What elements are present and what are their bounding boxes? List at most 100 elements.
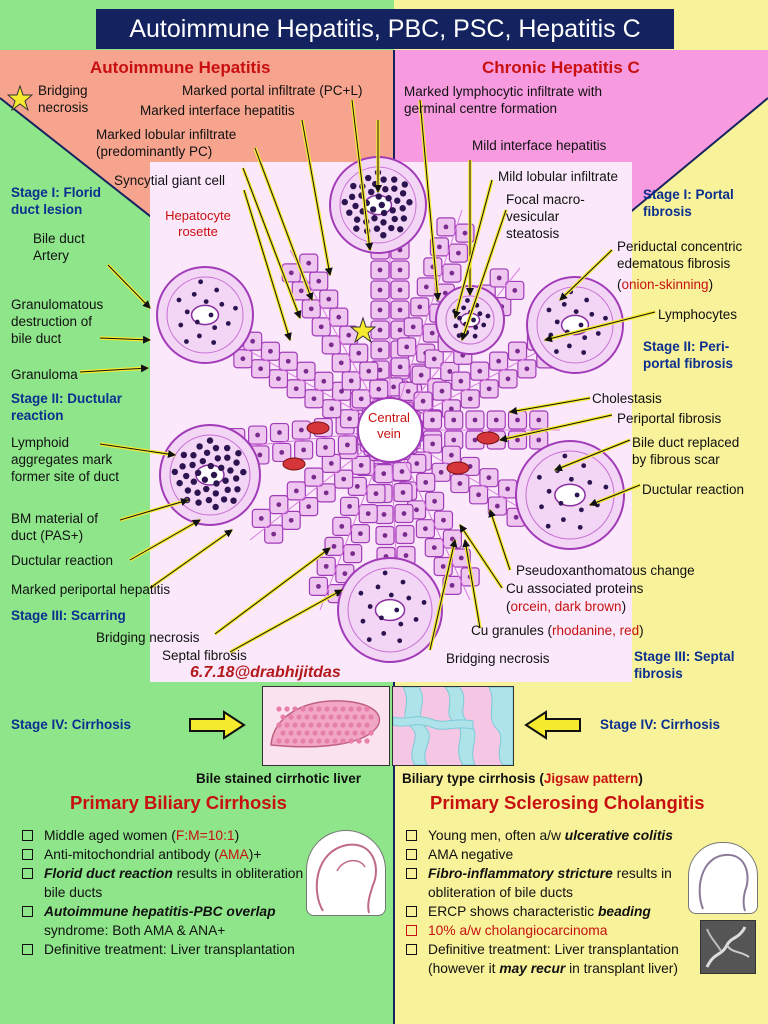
pbc-item-text: Middle aged women ( xyxy=(44,828,176,843)
psc-list-item: AMA negative xyxy=(406,845,712,864)
psc-item-text: beading xyxy=(597,904,651,919)
periportal-fibrosis-label: Periportal fibrosis xyxy=(617,411,722,426)
psc-heading: Primary Sclerosing Cholangitis xyxy=(430,792,705,813)
periportal-hepatitis-label: Marked periportal hepatitis xyxy=(11,582,171,597)
pbc-stage3-label: Stage III: Scarring xyxy=(11,608,126,623)
psc-stage2-label: Stage II: Peri- portal fibrosis xyxy=(643,339,734,371)
cu-granules-text: Cu granules xyxy=(471,623,544,638)
psc-list-item: Young men, often a/w ulcerative colitis xyxy=(406,826,712,845)
pbc-item-text: F:M=10:1 xyxy=(175,828,235,843)
psc-item-text: ulcerative colitis xyxy=(564,828,673,843)
jigsaw-liver-image xyxy=(392,686,514,766)
hcv-heading: Chronic Hepatitis C xyxy=(482,58,640,77)
man-head-icon xyxy=(688,842,758,914)
onion-skinning-text: onion-skinning xyxy=(621,277,709,292)
psc-list-item: Definitive treatment: Liver transplantat… xyxy=(406,940,712,978)
woman-head-icon xyxy=(306,830,386,916)
cholestasis-label: Cholestasis xyxy=(592,391,662,406)
psc-item-text: Definitive treatment: Liver transplantat… xyxy=(428,942,679,976)
checkbox-icon xyxy=(22,944,33,955)
psc-item-text: AMA negative xyxy=(428,847,514,862)
bm-material-label: BM material of duct (PAS+) xyxy=(11,511,99,543)
hcv-mild-interface-label: Mild interface hepatitis xyxy=(472,138,607,153)
pbc-list-item: Florid duct reaction results in oblitera… xyxy=(22,864,322,902)
orcein-text: orcein, dark brown xyxy=(510,599,622,614)
pbc-item-text: )+ xyxy=(248,847,262,862)
granuloma-label: Granuloma xyxy=(11,367,78,382)
checkbox-icon xyxy=(406,830,417,841)
pbc-stage2-label: Stage II: Ductular reaction xyxy=(11,391,123,423)
granulomatous-label: Granulomatous destruction of bile duct xyxy=(11,297,104,346)
pbc-stage4-label: Stage IV: Cirrhosis xyxy=(11,717,132,732)
periductal-label: Periductal concentric edematous fibrosis xyxy=(617,239,743,271)
aih-interface-label: Marked interface hepatitis xyxy=(140,103,295,118)
lymphocytes-label: Lymphocytes xyxy=(658,307,738,322)
left-arrow-icon xyxy=(524,710,581,740)
septal-fibrosis-label: Septal fibrosis xyxy=(162,648,247,663)
checkbox-icon xyxy=(406,925,417,936)
psc-item-text: Fibro-inflammatory stricture xyxy=(428,866,613,881)
orcein-label: (orcein, dark brown) xyxy=(506,599,627,614)
central-vein-label: Central vein xyxy=(368,410,410,441)
pbc-item-text: Definitive treatment: Liver transplantat… xyxy=(44,942,295,957)
jigsaw-caption-text: Biliary type cirrhosis xyxy=(402,771,536,786)
pbc-item-text: Autoimmune hepatitis-PBC overlap xyxy=(44,904,276,919)
pbc-list: Middle aged women (F:M=10:1)Anti-mitocho… xyxy=(22,826,322,959)
pbc-heading: Primary Biliary Cirrhosis xyxy=(70,792,287,813)
pbc-list-item: Definitive treatment: Liver transplantat… xyxy=(22,940,322,959)
checkbox-icon xyxy=(406,906,417,917)
onion-label: (onion-skinning) xyxy=(617,277,714,292)
fibrous-scar-label: Bile duct replaced by fibrous scar xyxy=(632,435,740,467)
psc-item-text: in transplant liver) xyxy=(565,961,679,976)
pbc-ductular-label: Ductular reaction xyxy=(11,553,114,568)
credit-label: 6.7.18@drabhijitdas xyxy=(190,664,341,681)
psc-item-text: results in obliteration of bile ducts xyxy=(428,866,672,900)
aih-bridging-necrosis-label: Bridging necrosis xyxy=(38,83,89,115)
liver-caption: Bile stained cirrhotic liver xyxy=(196,771,362,786)
checkbox-icon xyxy=(406,944,417,955)
pbc-item-text: Florid duct reaction xyxy=(44,866,173,881)
hcv-steatosis-label: Focal macro- vesicular steatosis xyxy=(506,192,585,241)
checkbox-icon xyxy=(22,830,33,841)
psc-stage4-label: Stage IV: Cirrhosis xyxy=(600,717,721,732)
pbc-stage1-label: Stage I: Florid duct lesion xyxy=(11,185,102,217)
cirrhotic-liver-image xyxy=(262,686,390,766)
aih-portal-infiltrate-label: Marked portal infiltrate (PC+L) xyxy=(182,83,363,98)
jigsaw-caption: Biliary type cirrhosis (Jigsaw pattern) xyxy=(402,771,643,786)
checkbox-icon xyxy=(22,906,33,917)
checkbox-icon xyxy=(22,849,33,860)
jigsaw-pattern-text: Jigsaw pattern xyxy=(543,771,639,786)
bridging-star-icon xyxy=(7,85,33,111)
pbc-list-item: Middle aged women (F:M=10:1) xyxy=(22,826,322,845)
psc-item-text: 10% a/w cholangiocarcinoma xyxy=(428,923,608,938)
checkbox-icon xyxy=(22,868,33,879)
aih-heading: Autoimmune Hepatitis xyxy=(90,58,271,77)
pseudoxanthomatous-label: Pseudoxanthomatous change xyxy=(516,563,695,578)
hcv-lymphocytic-label: Marked lymphocytic infiltrate with germi… xyxy=(404,84,603,116)
cu-granules-label: Cu granules (rhodanine, red) xyxy=(471,623,644,638)
psc-item-text: Young men, often a/w xyxy=(428,828,565,843)
psc-stage1-label: Stage I: Portal fibrosis xyxy=(643,187,734,219)
psc-list-item: Fibro-inflammatory stricture results in … xyxy=(406,864,712,902)
psc-list-item: ERCP shows characteristic beading xyxy=(406,902,712,921)
psc-stage3-label: Stage III: Septal fibrosis xyxy=(634,649,735,681)
psc-list-item: 10% a/w cholangiocarcinoma xyxy=(406,921,712,940)
right-arrow-icon xyxy=(189,710,246,740)
pbc-item-text: results in obliteration of bile ducts xyxy=(44,866,319,900)
psc-item-text: may recur xyxy=(499,961,566,976)
lymphoid-aggregates-label: Lymphoid aggregates mark former site of … xyxy=(11,435,120,484)
cu-proteins-label: Cu associated proteins xyxy=(506,581,644,596)
page-title: Autoimmune Hepatitis, PBC, PSC, Hepatiti… xyxy=(96,9,674,49)
pbc-list-item: Anti-mitochondrial antibody (AMA)+ xyxy=(22,845,322,864)
bile-duct-artery-label: Bile duct Artery xyxy=(33,231,85,263)
hepatocyte-rosette-label: Hepatocyte rosette xyxy=(165,208,231,239)
ercp-image xyxy=(700,920,756,974)
pbc-bridging-label: Bridging necrosis xyxy=(96,630,200,645)
pbc-item-text: ) xyxy=(234,828,240,843)
hcv-mild-lobular-label: Mild lobular infiltrate xyxy=(498,169,619,184)
pbc-item-text: syndrome: Both AMA & ANA+ xyxy=(44,923,226,938)
psc-ductular-label: Ductular reaction xyxy=(642,482,745,497)
